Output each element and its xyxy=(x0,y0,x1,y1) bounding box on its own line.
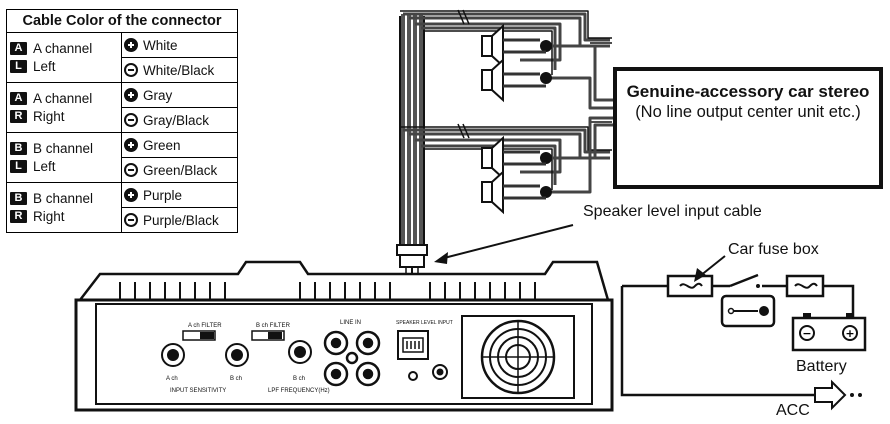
plus-icon xyxy=(124,187,138,202)
channel-label: A channel xyxy=(33,41,93,56)
table-row: White/Black xyxy=(7,57,238,83)
color-cell: Green/Black xyxy=(121,157,238,183)
plus-icon xyxy=(124,87,138,102)
lpf-freq-knob-icon xyxy=(288,340,312,364)
badge-a-icon: A xyxy=(10,42,27,55)
a-filter-label: A ch FILTER xyxy=(188,323,222,329)
channel-b-right-cell: B B channel R Right xyxy=(6,182,122,233)
plus-icon xyxy=(124,137,138,152)
b-filter-label: B ch FILTER xyxy=(256,323,291,329)
speaker-a-right-icon xyxy=(481,57,504,103)
color-cell: Green xyxy=(121,132,238,158)
minus-color: Green/Black xyxy=(143,162,218,178)
plus-color: Gray xyxy=(143,87,173,103)
plus-icon xyxy=(124,37,138,52)
speaker-input-label: SPEAKER LEVEL INPUT xyxy=(396,320,453,326)
fuse-box-label: Car fuse box xyxy=(728,241,819,258)
speaker-b-left-icon xyxy=(481,135,504,181)
amplifier: A ch FILTER B ch FILTER A ch B ch B ch I… xyxy=(74,260,614,412)
cable-color-table: Cable Color of the connector A A channel … xyxy=(6,9,238,233)
fan-grille-icon xyxy=(461,315,575,399)
small-jack-icons xyxy=(408,364,448,381)
speaker-wires xyxy=(399,9,613,252)
input-sensitivity-label: INPUT SENSITIVITY xyxy=(170,388,226,394)
color-cell: Gray/Black xyxy=(121,107,238,133)
table-row: A A channel R Right Gray xyxy=(6,82,238,133)
badge-r-icon: R xyxy=(10,110,27,123)
badge-r-icon: R xyxy=(10,210,27,223)
ignition-key-icon xyxy=(720,294,776,328)
a-ch-filter-switch-icon xyxy=(182,330,216,341)
fuse-box-pointer xyxy=(694,255,726,282)
badge-l-icon: L xyxy=(10,160,27,173)
minus-color: Purple/Black xyxy=(143,212,219,228)
b-ch-label: B ch xyxy=(230,376,242,382)
minus-icon xyxy=(124,112,138,127)
battery-plus: + xyxy=(845,327,854,340)
b-ch-label-2: B ch xyxy=(293,376,305,382)
minus-color: White/Black xyxy=(143,62,215,78)
wire-junction-dots xyxy=(540,40,552,198)
battery-label: Battery xyxy=(796,358,847,375)
minus-icon xyxy=(124,162,138,177)
side-label: Right xyxy=(33,109,65,124)
speaker-a-left-icon xyxy=(481,23,504,69)
table-row: B B channel L Left Green xyxy=(6,132,238,183)
acc-arrow-icon xyxy=(814,379,862,411)
battery-icon: − + xyxy=(791,313,867,352)
badge-l-icon: L xyxy=(10,60,27,73)
speaker-cable-label: Speaker level input cable xyxy=(583,203,762,220)
badge-b-icon: B xyxy=(10,192,27,205)
badge-a-icon: A xyxy=(10,92,27,105)
channel-a-left-cell: A A channel L Left xyxy=(6,32,122,83)
channel-label: B channel xyxy=(33,141,94,156)
power-circuit: − + xyxy=(620,255,867,411)
plus-color: Purple xyxy=(143,187,183,203)
acc-label: ACC xyxy=(776,402,810,419)
side-label: Left xyxy=(33,59,56,74)
b-ch-gain-knob-icon xyxy=(225,343,249,367)
table-row: Green/Black xyxy=(7,157,238,183)
lpf-frequency-label: LPF FREQUENCY(Hz) xyxy=(268,388,330,394)
switch-icon xyxy=(729,273,770,288)
plus-color: Green xyxy=(143,137,181,153)
table-row: A A channel L Left White xyxy=(6,32,238,83)
a-ch-label: A ch xyxy=(166,376,178,382)
color-cell: White xyxy=(121,32,238,58)
line-in-label: LINE IN xyxy=(340,320,361,326)
stereo-subtitle: (No line output center unit etc.) xyxy=(635,103,861,121)
table-row: Gray/Black xyxy=(7,107,238,133)
minus-icon xyxy=(124,62,138,77)
stereo-title: Genuine-accessory car stereo xyxy=(626,82,870,101)
channel-label: A channel xyxy=(33,91,93,106)
a-ch-gain-knob-icon xyxy=(161,343,185,367)
minus-icon xyxy=(124,212,138,227)
speaker-level-input-port-icon xyxy=(397,330,429,360)
table-row: B B channel R Right Purple xyxy=(6,182,238,233)
channel-label: B channel xyxy=(33,191,94,206)
cable-color-header: Cable Color of the connector xyxy=(6,9,238,33)
speaker-b-right-icon xyxy=(481,169,504,215)
channel-a-right-cell: A A channel R Right xyxy=(6,82,122,133)
channel-b-left-cell: B B channel L Left xyxy=(6,132,122,183)
b-ch-filter-switch-icon xyxy=(251,330,285,341)
car-stereo-box: Genuine-accessory car stereo (No line ou… xyxy=(613,67,883,189)
color-cell: Purple/Black xyxy=(121,207,238,233)
fuse-icon xyxy=(666,274,714,298)
rca-jacks-icon xyxy=(323,330,381,387)
color-cell: Purple xyxy=(121,182,238,208)
badge-b-icon: B xyxy=(10,142,27,155)
speaker-wire-links xyxy=(503,38,546,200)
battery-minus: − xyxy=(802,327,811,340)
color-cell: Gray xyxy=(121,82,238,108)
side-label: Right xyxy=(33,209,65,224)
table-row: Purple/Black xyxy=(7,207,238,233)
minus-color: Gray/Black xyxy=(143,112,210,128)
color-cell: White/Black xyxy=(121,57,238,83)
fuse-icon-2 xyxy=(785,274,825,298)
plus-color: White xyxy=(143,37,178,53)
speaker-cable-pointer xyxy=(434,224,574,264)
side-label: Left xyxy=(33,159,56,174)
